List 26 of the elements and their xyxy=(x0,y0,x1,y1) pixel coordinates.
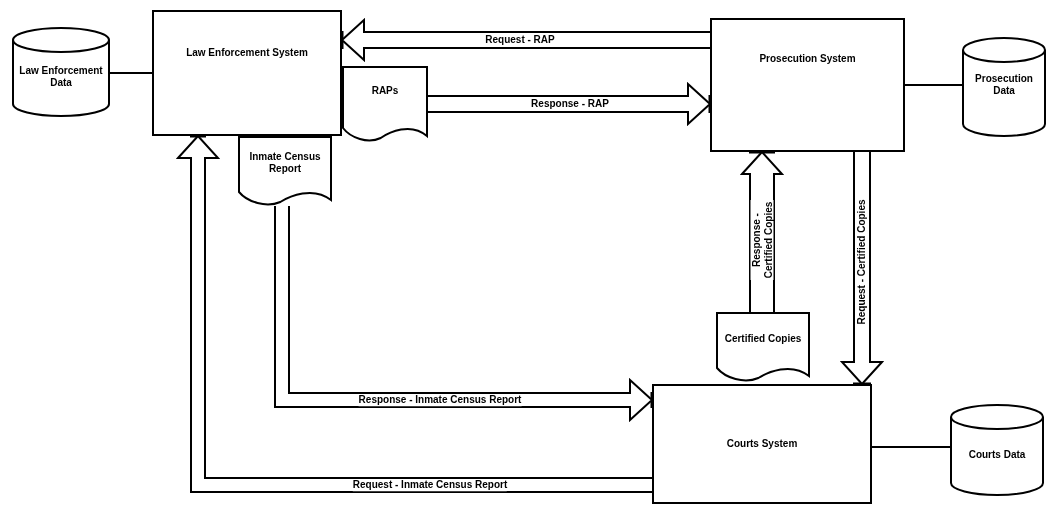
node-label: Courts System xyxy=(726,438,798,450)
system-box xyxy=(652,384,872,504)
document-shape xyxy=(342,66,428,142)
node-label: Courts Data xyxy=(968,449,1026,461)
document-shape xyxy=(238,136,332,206)
node-label: Prosecution Data xyxy=(974,73,1034,97)
edge-label: Request - Certified Copies xyxy=(856,199,868,325)
connector-line xyxy=(109,72,153,74)
connector-line xyxy=(904,84,963,86)
node-label: RAPs xyxy=(371,85,399,97)
edge-label: Request - Inmate Census Report xyxy=(352,479,508,491)
node-label: Law Enforcement System xyxy=(186,47,308,59)
database-cylinder xyxy=(12,28,110,116)
node-label: Law Enforcement Data xyxy=(18,65,104,89)
node-label: Certified Copies xyxy=(724,333,802,345)
system-box xyxy=(710,18,905,152)
edge-label: Response - RAP xyxy=(531,98,609,110)
document-shape xyxy=(716,312,810,382)
node-label: Inmate Census Report xyxy=(248,151,322,175)
database-cylinder xyxy=(950,405,1044,495)
database-cylinder xyxy=(962,38,1046,136)
connector-line xyxy=(871,446,951,448)
edge-label: Response - Certified Copies xyxy=(750,200,774,280)
edge-label: Request - RAP xyxy=(485,34,555,46)
node-label: Prosecution System xyxy=(759,53,856,65)
edge-label: Response - Inmate Census Report xyxy=(358,394,522,406)
